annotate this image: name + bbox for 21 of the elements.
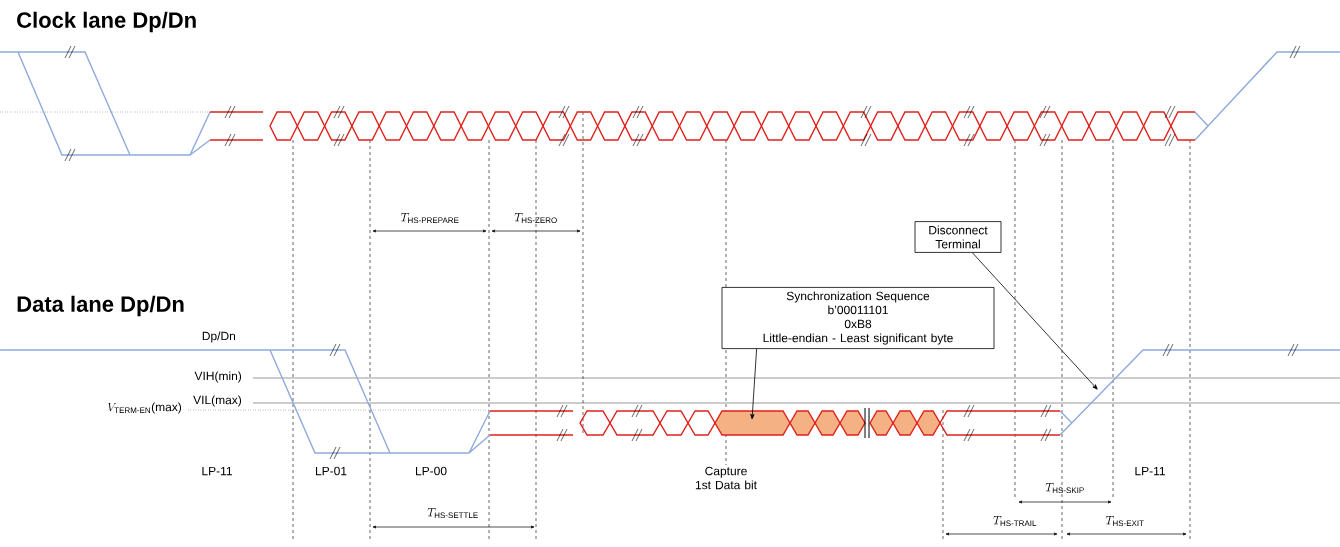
timing-label: $T_{\text{HS-SKIP}}$ [1045,483,1084,494]
timing-label: $T_{\text{HS-SETTLE}}$ [427,508,478,519]
callout-box: Synchronization Sequence b’00011101 0xB8 Little-endian - Least significant byte [721,287,995,349]
signal-label: Dp/Dn [202,331,236,343]
timing-label: $T_{\text{HS-ZERO}}$ [514,213,557,224]
state-label: LP-11 [1135,466,1165,476]
state-label: LP-11 [202,466,232,476]
timing-label: $T_{\text{HS-TRAIL}}$ [993,516,1037,527]
voltage-label: $V_{\text{TERM-EN}}\text{(max)}$ [108,402,182,414]
state-label: LP-01 [316,466,347,476]
leader-line [972,252,1098,390]
heading: Clock lane Dp/Dn [17,11,196,33]
annotation-text: Capture 1st Data bit [695,466,757,490]
heading: Data lane Dp/Dn [17,295,184,317]
voltage-label: VIL(max) [193,395,242,407]
timing-label: $T_{\text{HS-PREPARE}}$ [400,213,459,224]
leader-line [750,348,757,420]
voltage-label: VIH(min) [194,371,242,383]
callout-box: Disconnect Terminal [914,221,1002,253]
state-label: LP-00 [416,466,447,476]
timing-label: $T_{\text{HS-EXIT}}$ [1105,516,1144,527]
